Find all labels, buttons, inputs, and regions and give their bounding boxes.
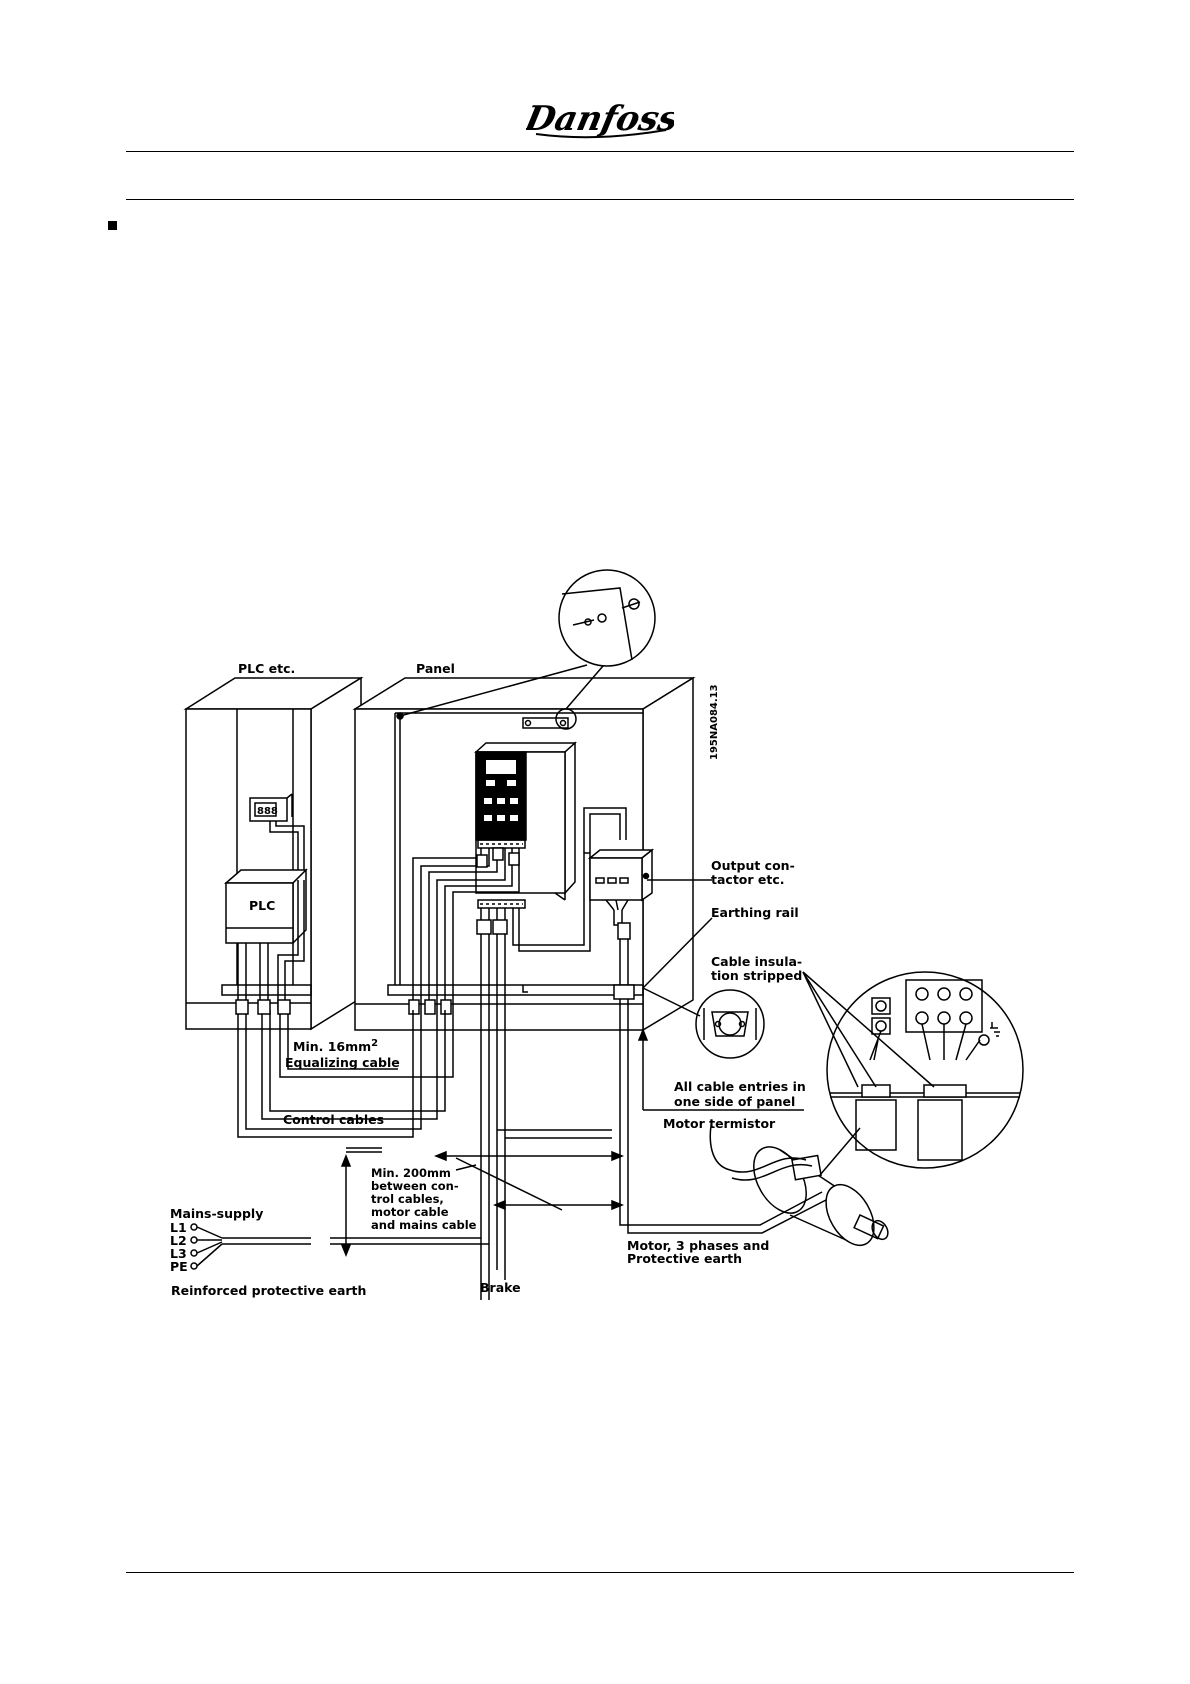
footer-rule (126, 1572, 1074, 1573)
label-all-cable-entries-2: one side of panel (674, 1094, 795, 1109)
dimension-lines (340, 1147, 625, 1258)
label-l3: L3 (170, 1246, 187, 1261)
drawing-code: 195NA084.13 (709, 684, 720, 760)
label-min-200mm-1: Min. 200mm (371, 1166, 451, 1180)
display-unit (249, 793, 305, 880)
header-rule-top (126, 151, 1074, 152)
label-min-200mm-4: motor cable (371, 1205, 449, 1219)
frequency-converter (474, 741, 577, 909)
danfoss-logo: Danfoss (526, 99, 674, 139)
label-min-16mm2: Min. 16mm2 (293, 1038, 378, 1054)
label-all-cable-entries-1: All cable entries in (674, 1079, 806, 1094)
bolt-detail (399, 569, 656, 717)
label-plc-etc: PLC etc. (238, 661, 295, 676)
motor (709, 1119, 889, 1247)
label-min-16mm2-text: Min. 16mm (293, 1039, 371, 1054)
label-l2: L2 (170, 1233, 187, 1248)
label-pe: PE (170, 1259, 188, 1274)
label-output-contactor-1: Output con- (711, 858, 795, 873)
label-output-contactor-2: tactor etc. (711, 872, 785, 887)
label-plc: PLC (249, 898, 275, 913)
label-cable-insulation-2: tion stripped (711, 968, 802, 983)
label-motor-2: Protective earth (627, 1251, 742, 1266)
clamp-detail (642, 987, 765, 1059)
output-contactor (583, 807, 655, 1010)
label-cable-insulation-1: Cable insula- (711, 954, 802, 969)
panel-control-cables (366, 847, 520, 1138)
motor-cable-run (480, 1010, 827, 1300)
plc-box (223, 868, 308, 945)
label-control-cables: Control cables (283, 1112, 384, 1127)
mains-supply (190, 1223, 489, 1270)
label-reinforced-pe: Reinforced protective earth (171, 1283, 366, 1298)
label-mains-supply: Mains-supply (170, 1206, 263, 1221)
label-min-200mm-2: between con- (371, 1179, 459, 1193)
terminal-detail (802, 971, 1024, 1169)
label-brake: Brake (480, 1280, 521, 1295)
label-motor-termistor: Motor termistor (663, 1116, 776, 1131)
label-earthing-rail: Earthing rail (711, 905, 799, 920)
label-equalizing-cable: Equalizing cable (285, 1055, 400, 1070)
label-min-200mm-3: trol cables, (371, 1192, 444, 1206)
label-motor-1: Motor, 3 phases and (627, 1238, 769, 1253)
header-rule-bottom (126, 199, 1074, 200)
section-bullet (108, 221, 117, 230)
cable-entry-arrow (637, 1027, 804, 1111)
label-panel: Panel (416, 661, 455, 676)
label-min-16mm2-sup: 2 (371, 1038, 378, 1049)
power-cables (476, 852, 591, 1280)
label-min-200mm-5: and mains cable (371, 1218, 477, 1232)
plc-cables (235, 880, 398, 1138)
plc-cabinet (183, 676, 364, 1031)
label-l1: L1 (170, 1220, 187, 1235)
display-digits: 888 (257, 806, 278, 817)
